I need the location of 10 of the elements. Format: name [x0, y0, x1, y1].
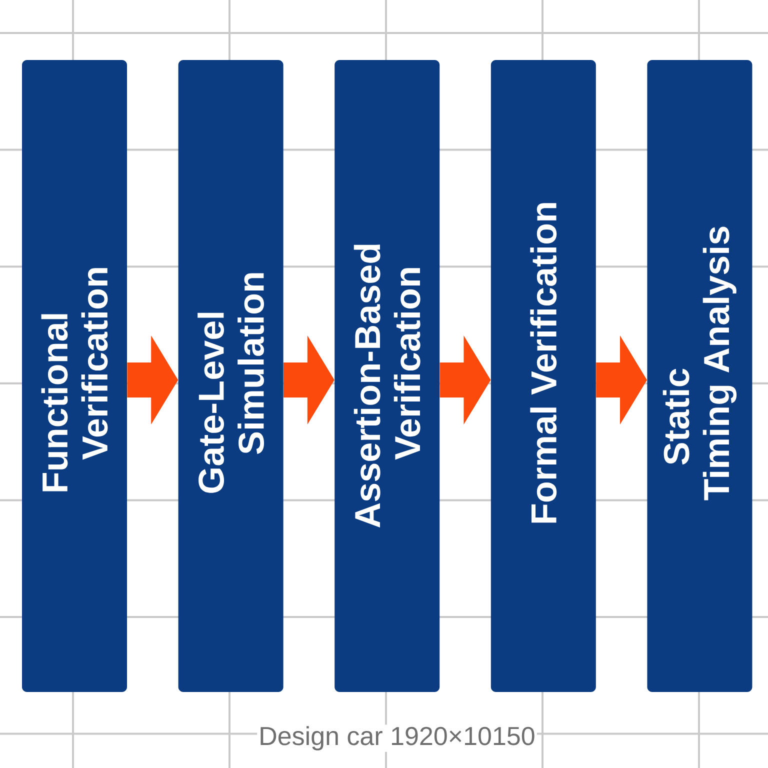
- process-box: Assertion-Based Verification: [334, 60, 440, 692]
- process-box: Formal Verification: [490, 60, 596, 692]
- arrow: [284, 336, 334, 424]
- arrow: [440, 336, 491, 424]
- process-box: Functional Verification: [22, 60, 127, 692]
- caption: Design car 1920×10150: [257, 724, 537, 752]
- process-box: Gate-Level Simulation: [178, 60, 284, 692]
- arrow: [127, 336, 178, 424]
- process-box: Static Timing Analysis: [647, 60, 752, 692]
- arrow: [596, 336, 647, 424]
